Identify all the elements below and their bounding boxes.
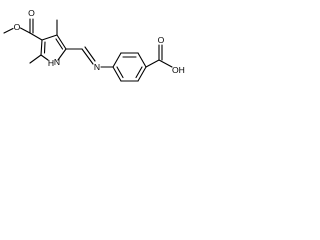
bond-benz-3	[137, 52, 147, 68]
structure-canvas: O O N H N O OH	[0, 0, 203, 90]
bond-ring-c3-c4	[41, 34, 58, 41]
atom-ester-o-methyl: O	[14, 22, 21, 32]
bond-ring-c4-c5-inner	[55, 38, 64, 50]
bond-o-ester-c	[19, 27, 31, 34]
atom-pyrrole-h: H	[48, 58, 54, 68]
bond-benz-4	[137, 66, 147, 82]
atom-imine-n: N	[94, 62, 100, 72]
atom-pyrrole-n: N	[54, 57, 60, 67]
bond-ester-c-ring	[29, 32, 43, 41]
bond-ring-c2-c3-inner	[43, 41, 46, 54]
atom-acid-o-carbonyl: O	[158, 35, 165, 45]
atom-acid-oh: OH	[172, 65, 185, 75]
bond-benz-inner-3	[116, 66, 124, 79]
bond-acid-c-oh	[158, 59, 173, 68]
bond-ring-c4-c5	[56, 34, 67, 50]
bond-ring-n1-c2	[40, 54, 49, 61]
bond-methyl-o	[3, 27, 14, 34]
bond-ring-c2-c3	[40, 39, 43, 56]
bond-ch-n-double-2	[84, 46, 96, 62]
bond-benz-inner-2	[135, 66, 143, 79]
bond-ring-c5-n1	[57, 48, 67, 61]
bond-c2-methyl	[29, 54, 42, 64]
bond-ch-n-double-1	[81, 48, 94, 65]
bond-benz-acid-c	[145, 59, 160, 68]
bond-benz-1	[112, 52, 122, 68]
bond-benz-6	[112, 66, 122, 82]
atom-ester-o-carbonyl: O	[28, 8, 35, 18]
chemical-structure: O O N H N O OH	[3, 8, 185, 82]
